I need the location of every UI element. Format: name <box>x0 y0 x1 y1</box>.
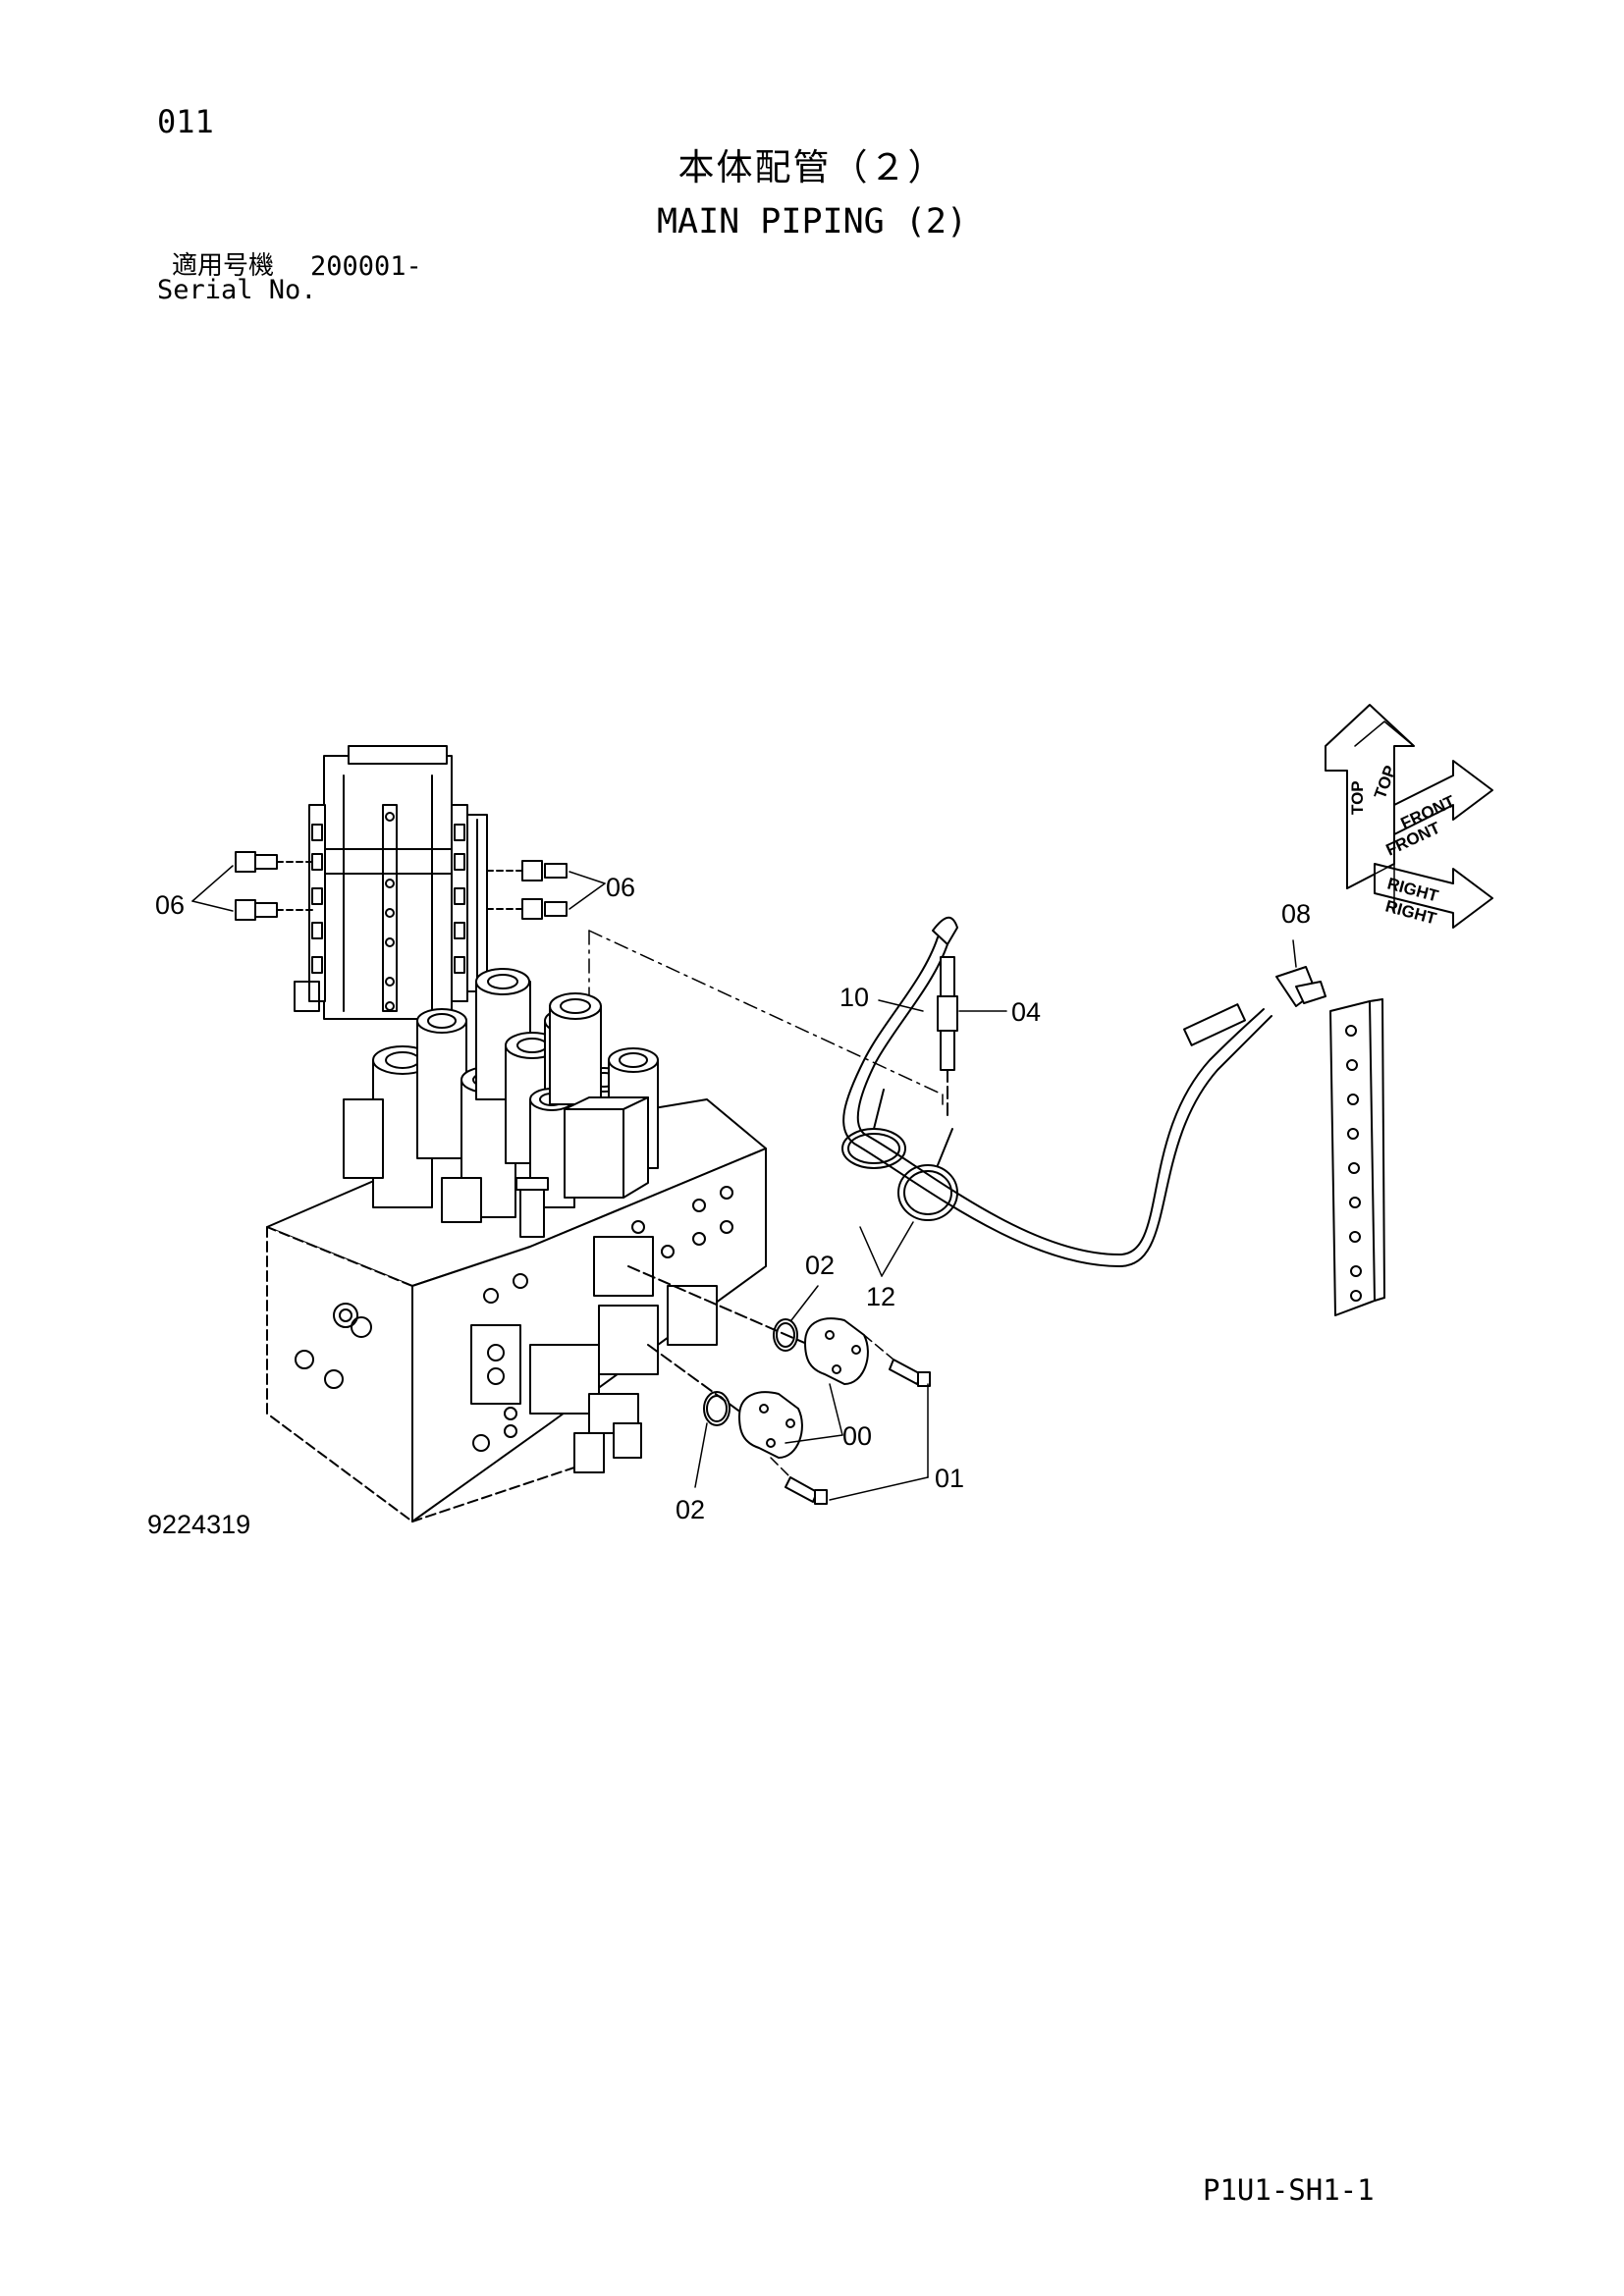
callout-12: 12 <box>866 1282 895 1311</box>
control-valve-block <box>266 930 944 1522</box>
callout-08: 08 <box>1281 899 1311 929</box>
flange-parts <box>694 1285 931 1505</box>
callout-06-left: 06 <box>155 890 185 920</box>
callout-06-right: 06 <box>606 873 635 902</box>
callout-01: 01 <box>935 1464 964 1493</box>
title-japanese: 本体配管（２） <box>677 146 947 188</box>
orientation-symbol: TOP TOP FRONT FRONT RIGHT RIGHT <box>1325 704 1493 929</box>
serial-number-value: 200001- <box>310 251 422 282</box>
serial-label-english: Serial No. <box>157 275 317 305</box>
callout-00: 00 <box>842 1421 872 1451</box>
page-number: 011 <box>157 103 214 140</box>
figure-number: 9224319 <box>147 1510 251 1539</box>
mounting-bracket <box>1329 998 1385 1316</box>
serial-label-japanese: 適用号機 <box>172 251 275 281</box>
orientation-top-label: TOP <box>1348 780 1367 815</box>
sheet-code: P1U1-SH1-1 <box>1203 2173 1375 2207</box>
callout-04: 04 <box>1011 997 1041 1027</box>
valve-block-inset <box>191 745 606 1020</box>
callout-02-upper: 02 <box>805 1251 835 1280</box>
callout-10: 10 <box>839 983 869 1012</box>
callout-02-lower: 02 <box>676 1495 705 1524</box>
title-english: MAIN PIPING (2) <box>656 202 968 241</box>
elbow-fitting <box>1275 939 1326 1007</box>
hose-assembly <box>841 916 1272 1277</box>
